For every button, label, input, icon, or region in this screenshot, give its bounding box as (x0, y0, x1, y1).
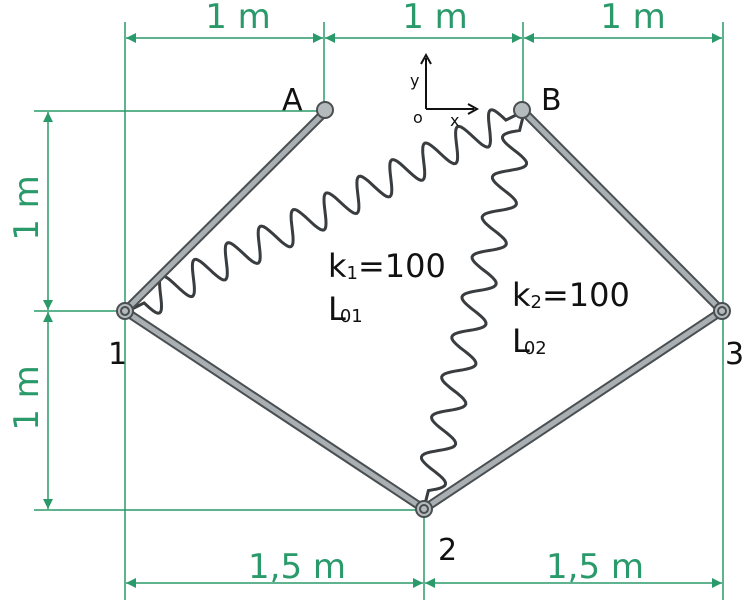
dim-label-left-upper: 1 m (7, 175, 47, 241)
joint-1 (116, 302, 134, 320)
joints (116, 101, 731, 518)
dim-label-bottom-left: 1,5 m (248, 547, 346, 587)
dim-label-top-right: 1 m (600, 0, 666, 37)
spring-k2-subscript: 2 (531, 292, 542, 313)
point-label-B: B (541, 83, 562, 118)
axis-label-y: y (410, 71, 419, 90)
spring-k1-value: =100 (358, 247, 446, 285)
svg-text:k1=100: k1=100 (328, 247, 446, 285)
dimension-lines (43, 33, 722, 588)
dim-label-left-lower: 1 m (7, 365, 47, 431)
node-label-2: 2 (438, 533, 457, 568)
spring-k1-length-symbol: L (328, 290, 346, 328)
bar-2-3 (419, 306, 727, 514)
svg-text:k2=100: k2=100 (512, 276, 630, 314)
axis-label-origin: o (413, 108, 423, 127)
bar-A-1 (120, 105, 332, 316)
spring-k1-label: k1=100 L01 (328, 247, 446, 328)
node-label-1: 1 (108, 337, 127, 372)
bar-1-2 (120, 306, 429, 514)
joint-2 (415, 500, 433, 518)
spring-k1 (127, 108, 523, 315)
svg-text:L01: L01 (328, 290, 363, 328)
spring-k2-symbol: k (512, 276, 531, 314)
node-label-3: 3 (725, 337, 744, 372)
point-label-A: A (282, 83, 303, 118)
spring-k2 (420, 112, 528, 509)
spring-k1-subscript: 1 (347, 263, 358, 284)
spring-k1-length-subscript: 01 (340, 306, 363, 327)
spring-k2-value: =100 (542, 276, 630, 314)
dim-label-top-left: 1 m (205, 0, 271, 37)
spring-k1-symbol: k (328, 247, 347, 285)
dim-label-top-middle: 1 m (402, 0, 468, 37)
springs (127, 108, 528, 509)
joint-B (513, 101, 531, 119)
coordinate-axes (420, 52, 480, 115)
joint-A (316, 101, 334, 119)
bar-B-3 (517, 105, 727, 316)
axis-label-x: x (450, 111, 459, 130)
joint-3 (713, 302, 731, 320)
spring-k2-length-subscript: 02 (524, 338, 547, 359)
bars (120, 105, 727, 514)
dim-label-bottom-right: 1,5 m (546, 547, 644, 587)
spring-k2-length-symbol: L (512, 322, 530, 360)
svg-text:L02: L02 (512, 322, 547, 360)
spring-k2-label: k2=100 L02 (512, 276, 630, 360)
